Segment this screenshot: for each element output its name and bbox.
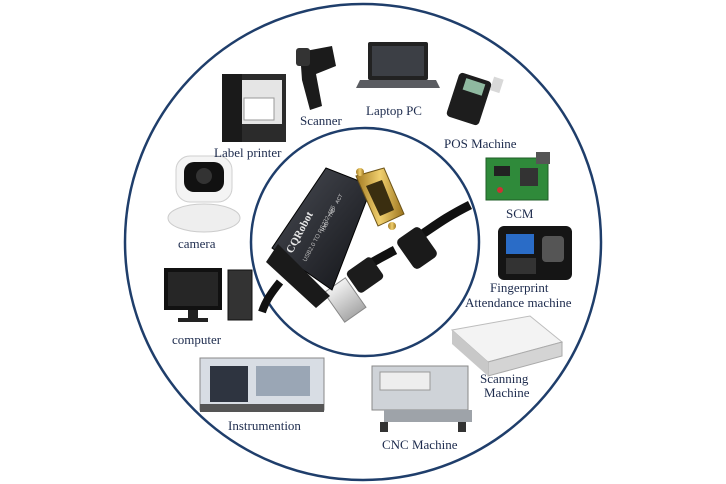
security-camera-image bbox=[167, 155, 241, 233]
led-act: ACT bbox=[334, 193, 344, 205]
label-scanner: Scanner bbox=[300, 113, 342, 128]
led-rxd: RXD bbox=[320, 220, 330, 232]
label-camera: camera bbox=[178, 236, 216, 251]
outer-ring bbox=[123, 2, 603, 482]
laptop-image bbox=[356, 42, 440, 88]
usb-serial-adapter-image bbox=[258, 167, 473, 323]
label-scm: SCM bbox=[506, 206, 534, 221]
label-fingerprint-1: Fingerprint bbox=[490, 280, 549, 295]
pos-machine-image bbox=[446, 72, 504, 126]
label-scanning-1: Scanning bbox=[480, 371, 529, 386]
flatbed-scanner-image bbox=[450, 315, 564, 377]
label-cnc: CNC Machine bbox=[382, 437, 458, 452]
barcode-scanner-image bbox=[296, 46, 336, 110]
label-printer: Label printer bbox=[214, 145, 282, 160]
fingerprint-terminal-image bbox=[498, 226, 572, 280]
label-laptop: Laptop PC bbox=[366, 103, 422, 118]
label-instrumentation: Instrumention bbox=[228, 418, 301, 433]
led-txd: TXD bbox=[327, 207, 337, 219]
label-scanning-2: Machine bbox=[484, 385, 530, 400]
label-pos: POS Machine bbox=[444, 136, 517, 151]
inner-ring bbox=[249, 126, 481, 358]
label-computer: computer bbox=[172, 332, 222, 347]
desktop-computer-image bbox=[164, 268, 253, 322]
industrial-machine-image bbox=[199, 357, 325, 412]
scm-board-image bbox=[485, 152, 550, 201]
label-printer-image bbox=[222, 74, 286, 142]
label-fingerprint-2: Attendance machine bbox=[465, 295, 572, 310]
cnc-machine-image bbox=[371, 365, 472, 432]
